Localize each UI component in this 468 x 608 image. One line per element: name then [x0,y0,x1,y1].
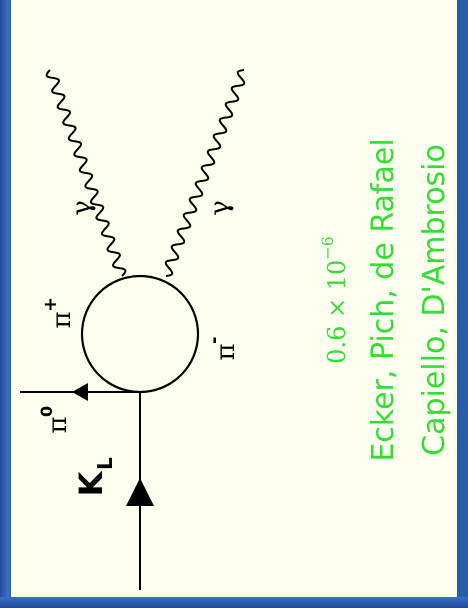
branching-value: 0.6 × 10−6 [318,236,351,364]
loop-lower-pion-superscript: - [204,337,225,344]
kaon-arrow [126,478,154,506]
loop-upper-pion-superscript: + [40,297,61,312]
loop-upper-pion-label: π [47,311,77,328]
neutral-pion-superscript: 0 [37,406,56,417]
kaon-label: K [72,470,110,496]
authors-line-1: Ecker, Pich, de Rafael [366,138,401,461]
photon-left-line [45,69,127,277]
slide-canvas [11,0,457,597]
kaon-subscript: L [93,457,117,470]
loop-lower-pion-label: π [211,343,241,360]
pion-loop [80,274,200,394]
neutral-pion-arrow [72,383,88,401]
photon-right-line [164,69,246,277]
neutral-pion-label: π [43,416,73,433]
branching-exponent: −6 [318,236,337,260]
slide-bottom-bar [0,597,468,608]
photon-left-label: γ [67,200,97,216]
authors-line-2: Capiello, D'Ambrosio [417,144,452,456]
photon-right-label: γ [205,200,235,216]
